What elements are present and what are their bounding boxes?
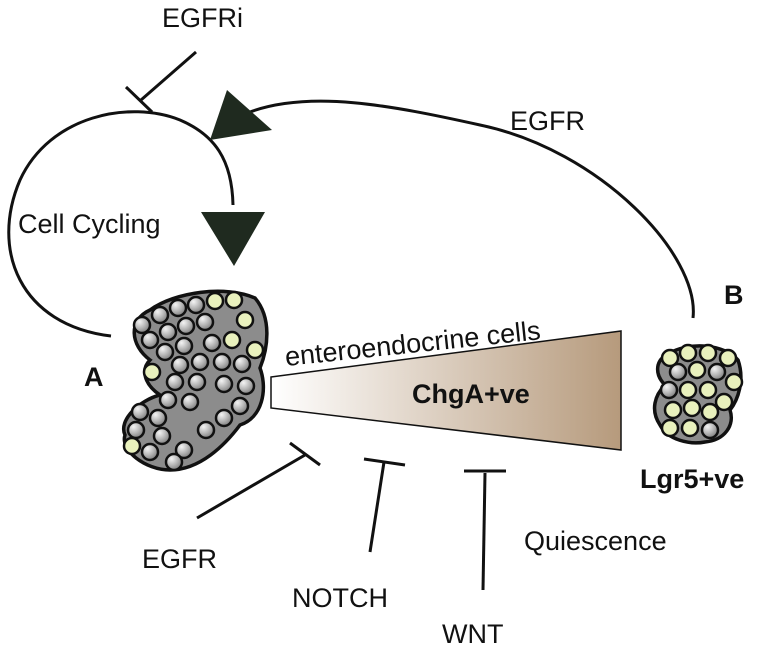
quiescence-label: Quiescence [524, 526, 667, 556]
wnt-label: WNT [442, 619, 503, 647]
cell-cycling-loop [7, 110, 235, 338]
egfr-bottom-label: EGFR [142, 544, 217, 574]
notch-label: NOTCH [292, 583, 388, 613]
cell-cycling-arrowhead [201, 212, 265, 266]
cell-cluster-b [652, 343, 744, 445]
egfr-feedback-arrow [249, 99, 695, 319]
egfri-inhibition [124, 50, 197, 114]
enteroendocrine-wedge [270, 330, 622, 451]
label-a: A [84, 362, 104, 392]
chga-label: ChgA+ve [412, 379, 530, 409]
lgr5-label: Lgr5+ve [640, 464, 744, 494]
wnt-inhibition [464, 469, 506, 591]
egfr-feedback-label: EGFR [510, 106, 585, 136]
notch-inhibition [363, 457, 406, 553]
egfr-inhibition [196, 441, 321, 520]
cluster-b-cells [659, 343, 744, 440]
egfri-label: EGFRi [162, 3, 243, 33]
cluster-a-cells [122, 290, 265, 472]
label-b: B [724, 280, 744, 310]
cell-cluster-a [121, 289, 269, 472]
cell-cycling-label: Cell Cycling [18, 209, 161, 239]
egfr-feedback-arrowhead [210, 90, 272, 140]
